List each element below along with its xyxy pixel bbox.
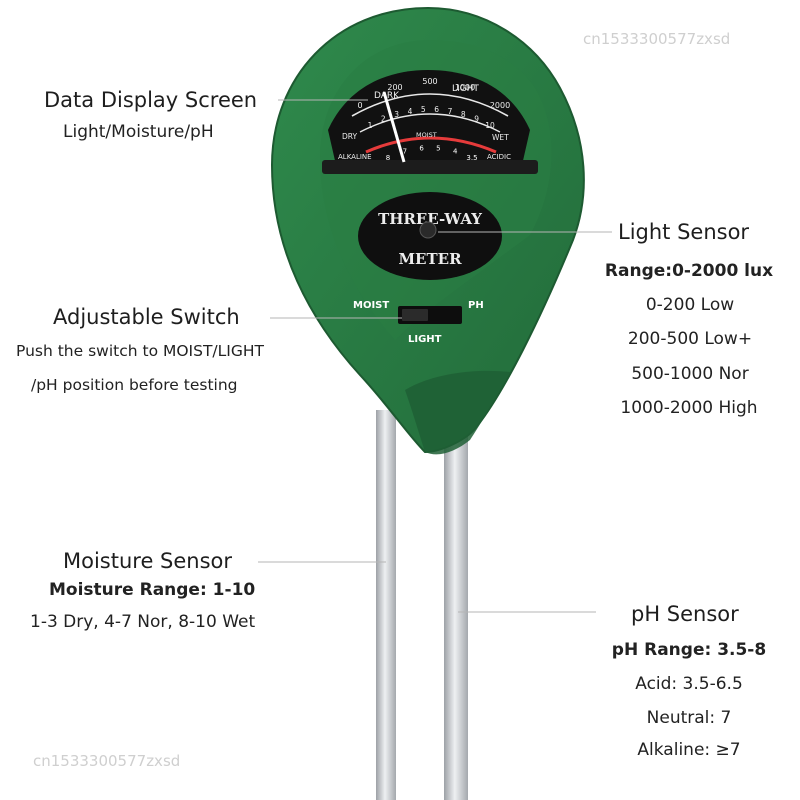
- ph-line-2: Alkaline: ≥7: [637, 740, 741, 760]
- dial-alkaline-label: ALKALINE: [338, 153, 372, 161]
- moist-scale-label-6: 7: [448, 107, 453, 116]
- ph-scale-label-1: 7: [403, 148, 407, 156]
- ph-line-1: Neutral: 7: [646, 708, 732, 728]
- meter-body-lip: [405, 370, 510, 455]
- light-sensor-window: [419, 221, 437, 239]
- moisture-line1: 1-3 Dry, 4-7 Nor, 8-10 Wet: [30, 612, 256, 632]
- moist-scale-label-0: 1: [368, 121, 373, 130]
- moist-scale-label-9: 10: [485, 121, 495, 130]
- moisture-title: Moisture Sensor: [63, 549, 233, 573]
- ph-scale-label-3: 5: [436, 144, 440, 152]
- switch-moist-label: MOIST: [353, 300, 389, 311]
- switch-line2: /pH position before testing: [31, 376, 238, 394]
- light-scale-label-2: 500: [422, 77, 437, 86]
- watermark-top: cn1533300577zxsd: [583, 30, 731, 48]
- light-line-3: 1000-2000 High: [620, 398, 758, 418]
- dial-dry-label: DRY: [342, 132, 358, 141]
- dial-moist-label: MOIST: [416, 131, 437, 139]
- light-scale-label-3: 1000: [455, 83, 475, 92]
- ph-title: pH Sensor: [631, 602, 739, 626]
- watermark-bottom: cn1533300577zxsd: [33, 752, 181, 770]
- moist-scale-label-5: 6: [434, 105, 439, 114]
- switch-ph-label: PH: [468, 300, 484, 311]
- ph-scale-label-2: 6: [419, 144, 424, 152]
- moist-scale-label-4: 5: [421, 105, 426, 114]
- ph-scale-label-5: 3.5: [466, 154, 477, 162]
- ph-scale-label-0: 8: [386, 154, 390, 162]
- moisture-range: Moisture Range: 1-10: [49, 580, 256, 600]
- ph-scale: 8 7 6 5 4 3.5: [386, 144, 478, 162]
- moisture-probe: [376, 410, 396, 800]
- ph-line-0: Acid: 3.5-6.5: [635, 674, 743, 694]
- moist-scale-label-8: 9: [474, 115, 479, 124]
- light-scale: 0 200 500 1000 2000: [357, 77, 510, 110]
- light-scale-label-0: 0: [357, 101, 362, 110]
- display-subtitle: Light/Moisture/pH: [63, 122, 214, 142]
- light-range: Range:0-2000 lux: [604, 261, 774, 281]
- badge-subtitle: METER: [398, 250, 462, 268]
- light-title: Light Sensor: [618, 220, 750, 244]
- switch-line1: Push the switch to MOIST/LIGHT: [16, 342, 264, 360]
- dial-frame: [322, 160, 538, 174]
- light-line-0: 0-200 Low: [645, 295, 735, 315]
- dial-display: [328, 70, 530, 165]
- light-line-1: 200-500 Low+: [627, 329, 753, 349]
- switch-light-label: LIGHT: [408, 334, 442, 345]
- dial-dark-label: DARK: [374, 91, 400, 101]
- moist-scale-label-7: 8: [461, 110, 466, 119]
- dial-light-label: LIGHT: [452, 84, 479, 94]
- light-line-2: 500-1000 Nor: [631, 364, 749, 384]
- light-scale-label-1: 200: [387, 83, 402, 92]
- moist-scale-label-3: 4: [408, 107, 413, 116]
- ph-scale-label-4: 4: [453, 148, 458, 156]
- moist-scale-label-1: 2: [381, 115, 386, 124]
- dial-needle: [382, 91, 406, 163]
- dial-wet-label: WET: [492, 133, 509, 142]
- dial-acidic-label: ACIDIC: [487, 153, 511, 161]
- light-scale-label-4: 2000: [490, 101, 510, 110]
- switch-slider[interactable]: [402, 309, 428, 321]
- display-title: Data Display Screen: [44, 88, 258, 112]
- ph-range: pH Range: 3.5-8: [611, 640, 767, 660]
- switch-title: Adjustable Switch: [53, 305, 240, 329]
- badge-title: THREE-WAY: [378, 210, 482, 228]
- moist-scale-label-2: 3: [394, 110, 399, 119]
